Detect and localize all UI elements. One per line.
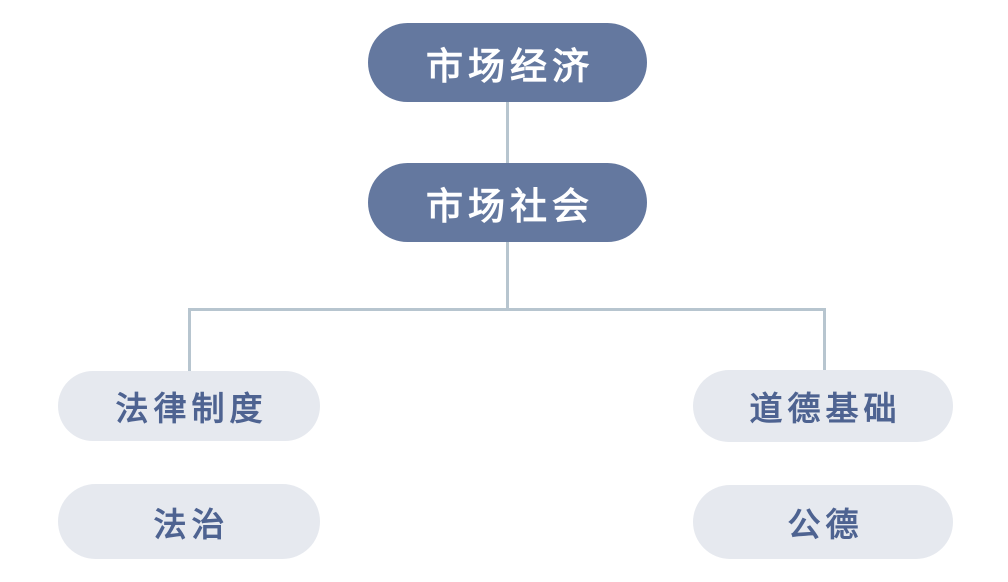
node-moral-foundation: 道德基础: [693, 370, 953, 442]
connector-society-stem: [506, 240, 509, 310]
node-public-morality: 公德: [693, 485, 953, 559]
connector-economy-to-society: [506, 100, 509, 165]
connector-drop-right: [823, 308, 826, 372]
node-rule-of-law: 法治: [58, 484, 320, 559]
node-legal-system: 法律制度: [58, 371, 320, 441]
connector-branch-rail: [188, 308, 826, 311]
connector-drop-left: [188, 308, 191, 372]
node-market-society: 市场社会: [368, 163, 647, 242]
node-market-economy: 市场经济: [368, 23, 647, 102]
